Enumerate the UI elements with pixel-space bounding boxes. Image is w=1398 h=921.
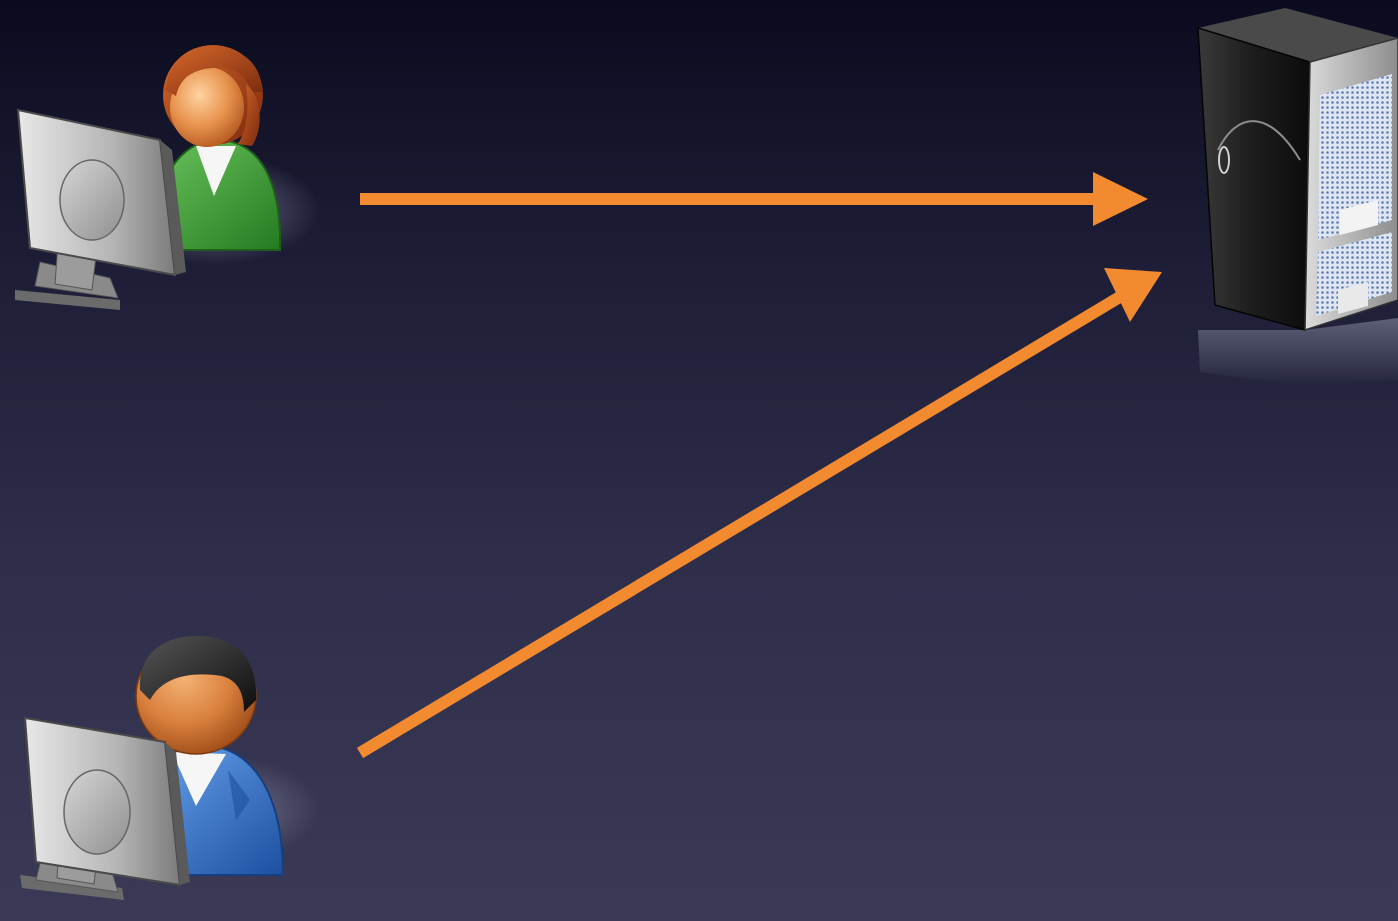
arrow-male-to-server xyxy=(356,268,1162,759)
tower-server-icon xyxy=(1197,8,1398,385)
male-user-at-computer-icon xyxy=(20,636,320,900)
monitor-icon xyxy=(15,108,186,310)
arrow-female-to-server xyxy=(360,172,1148,226)
monitor-icon xyxy=(20,716,190,900)
female-user-at-computer-icon xyxy=(15,45,320,310)
